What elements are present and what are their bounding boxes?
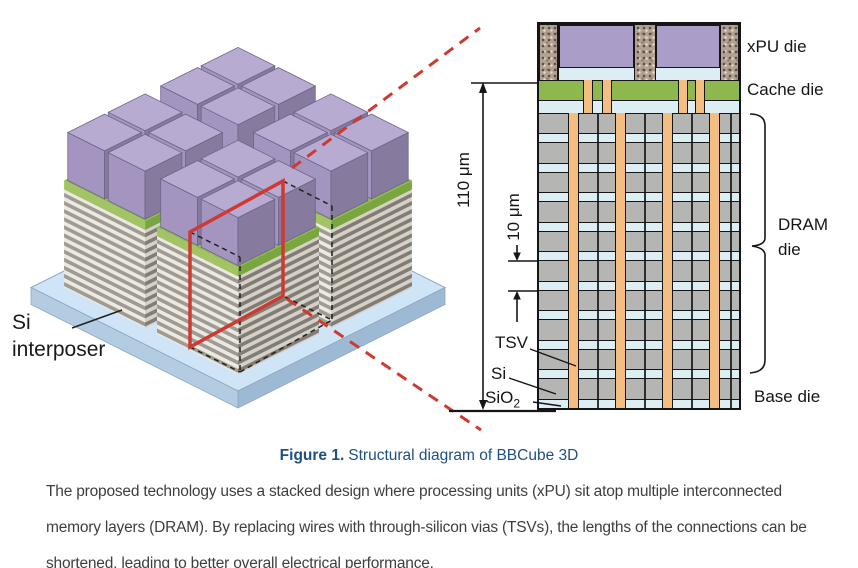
base-die-label: Base die — [754, 387, 821, 406]
si-interposer-label: Si interposer — [12, 311, 106, 361]
die-divider — [644, 113, 646, 408]
si-layer — [539, 113, 739, 134]
sio2-label: SiO2 — [485, 388, 521, 411]
bbcube-3d-isometric-view — [29, 26, 482, 432]
cache-tsv — [602, 80, 612, 113]
oxide-strip — [655, 67, 721, 81]
sio2-layer — [539, 162, 739, 172]
si-layer — [539, 201, 739, 222]
sio2-layer — [539, 369, 739, 379]
sio2-layer — [539, 221, 739, 231]
dram-die-bracket — [749, 113, 766, 374]
die-divider — [691, 113, 693, 408]
sio2-layer — [539, 310, 739, 320]
dram-layer-stack — [539, 113, 739, 408]
description-line: The proposed technology uses a stacked d… — [46, 483, 782, 500]
tsv-label: TSV — [494, 333, 528, 352]
dram-die-label: DRAM die — [778, 215, 829, 259]
cache-die-band — [539, 80, 739, 101]
si-layer — [539, 230, 739, 252]
oxide-band — [539, 101, 739, 113]
dim-10um-label: 10 μm — [504, 193, 523, 241]
sio2-layer — [539, 339, 739, 349]
figure-caption: Figure 1.Structural diagram of BBCube 3D — [0, 447, 858, 465]
die-divider — [597, 113, 599, 408]
sio2-layer — [539, 280, 739, 290]
tsv-column — [615, 113, 626, 408]
cache-tsv — [678, 80, 688, 113]
sio2-layer — [539, 133, 739, 143]
tsv-column — [709, 113, 720, 408]
sio2-layer — [539, 192, 739, 202]
figure-caption-text: Structural diagram of BBCube 3D — [348, 447, 579, 464]
si-layer — [539, 171, 739, 193]
si-layer — [539, 348, 739, 370]
description-line: shortened, leading to better overall ele… — [46, 554, 434, 568]
si-layer — [539, 142, 739, 163]
xpu-die-block — [558, 24, 635, 69]
tsv-column — [662, 113, 673, 408]
dim-110um-label: 110 μm — [454, 152, 473, 208]
xpu-die-block — [655, 24, 721, 69]
die-divider — [730, 113, 732, 408]
figure-description: The proposed technology uses a stacked d… — [46, 474, 838, 568]
sio2-layer — [539, 398, 739, 408]
oxide-strip — [558, 67, 635, 81]
figure-caption-number: Figure 1. — [279, 447, 345, 464]
sio2-layer — [539, 251, 739, 261]
si-layer — [539, 260, 739, 281]
cross-section-diagram — [537, 22, 741, 410]
tsv-column — [568, 113, 579, 408]
si-layer — [539, 378, 739, 399]
si-layer — [539, 319, 739, 340]
si-layer — [539, 289, 739, 311]
description-line: memory layers (DRAM). By replacing wires… — [46, 518, 807, 536]
xpu-die-label: xPU die — [747, 37, 807, 56]
cache-tsv — [695, 80, 705, 113]
cache-tsv — [583, 80, 593, 113]
si-label: Si — [491, 364, 507, 383]
mold-strip — [634, 24, 656, 81]
cache-die-label: Cache die — [747, 80, 824, 99]
